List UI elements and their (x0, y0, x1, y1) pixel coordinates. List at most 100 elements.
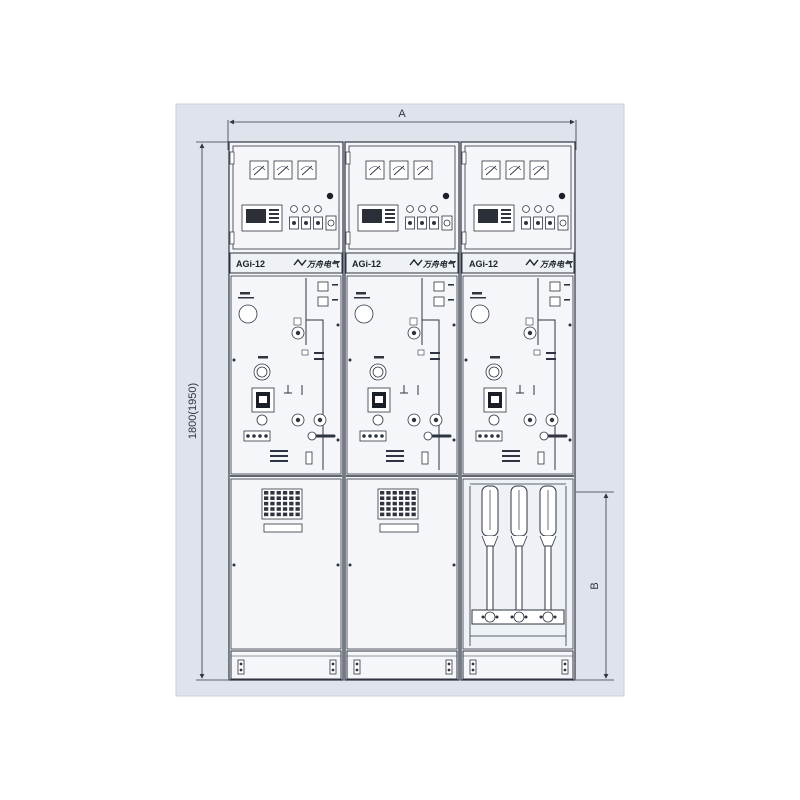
dimension-height-label: 1800(1950) (187, 383, 199, 439)
cabinet-3-switch-symbol-icon (516, 385, 535, 395)
cabinet-1-relay-screen (246, 209, 266, 223)
cabinet-1-vent-slot (282, 491, 288, 495)
cabinet-2-vent-slot (405, 491, 410, 495)
cabinet-1-switch-knob (292, 221, 296, 225)
cabinet-2-bolt (348, 358, 352, 362)
cabinet-2-vent-slot (411, 512, 416, 517)
cabinet-1-anchor-hole (331, 662, 335, 666)
cabinet-3-label-mark (564, 299, 570, 301)
cabinet-1-vent-slot (276, 512, 281, 517)
cabinet-2-vent-slot (386, 507, 391, 511)
cabinet-3 (460, 141, 576, 681)
cabinet-1-bolt (232, 563, 236, 567)
cabinet-2-cable-door (346, 478, 458, 650)
cabinet-3-operating-hole-core (527, 417, 533, 423)
cabinet-1-viewing-window-icon (238, 304, 258, 324)
cabinet-2-vent-slot (392, 501, 397, 506)
cabinet-3-clamp-ring (542, 611, 554, 623)
cabinet-2-label-mark (430, 352, 440, 354)
cabinet-3-brand: 万舟电气 (539, 260, 574, 269)
cabinet-3-nameplate (461, 252, 575, 274)
cabinet-2-pushbutton-icon (406, 205, 414, 213)
cabinet-2-bolt (348, 563, 352, 567)
cabinet-1-meter-scale (252, 166, 266, 171)
cabinet-3-meter-scale (484, 166, 498, 171)
cabinet-3-cable (515, 545, 523, 611)
cabinet-2-vent-slot (405, 501, 410, 506)
cabinet-3-hinge (461, 231, 467, 245)
cabinet-2-small-indicator (417, 349, 425, 356)
cabinet-2-button-dot (368, 434, 372, 438)
cabinet-2-bolt (452, 323, 456, 327)
cabinet-1-vent-slot (289, 507, 294, 511)
cabinet-1-lever-pivot (307, 431, 317, 441)
cabinet-3-button-dot (484, 434, 488, 438)
cabinet-2-operating-hole-core (411, 417, 417, 423)
cabinet-3-anchor-hole (563, 662, 567, 666)
cabinet-3-anchor-hole (563, 668, 567, 672)
cabinet-2-label-mark (386, 450, 404, 452)
cabinet-3-anchor-hole (471, 662, 475, 666)
cabinet-3-cable (486, 545, 494, 611)
cabinet-1-button-dot (258, 434, 262, 438)
cabinet-1-button-dot (264, 434, 268, 438)
cabinet-2-vent-slot (380, 512, 385, 517)
cabinet-2-label-mark (448, 284, 454, 286)
cabinet-3-switch-knob (524, 221, 528, 225)
cabinet-1-vent-slot (264, 491, 269, 495)
cabinet-1-vent-slot (295, 496, 300, 500)
cabinet-1-base-plinth (230, 650, 342, 680)
cabinet-1-status-lamp-inner (256, 366, 268, 378)
cabinet-2-relay-keys (385, 209, 395, 211)
cabinet-1-vent-slot (289, 496, 294, 500)
cabinet-2-model: AGi-12 (352, 259, 381, 269)
cabinet-2-selector-knob (443, 219, 451, 227)
cabinet-1-vent-slot (295, 507, 300, 511)
cabinet-3-label-mark (564, 284, 570, 286)
cabinet-2-vent-slot (405, 512, 410, 517)
cabinet-3-button-dot (496, 434, 500, 438)
cabinet-2-relay-screen (362, 209, 382, 223)
cabinet-1-hinge (229, 231, 235, 245)
cabinet-1-label-mark (240, 292, 250, 295)
cabinet-2-operating-hole-core (433, 417, 439, 423)
cabinet-2-button-strip (359, 430, 387, 442)
cabinet-3-pushbutton-icon (546, 205, 554, 213)
cabinet-1-label-mark (332, 284, 338, 286)
cabinet-2-vent-slot (398, 507, 404, 511)
cabinet-1-vent-slot (295, 512, 300, 517)
cabinet-2-vent-slot (380, 501, 385, 506)
cabinet-1-vent-slot (270, 512, 275, 517)
cabinet-1-vent-slot (270, 507, 275, 511)
cabinet-3-relay-screen (478, 209, 498, 223)
cabinet-2-switch-knob (408, 221, 412, 225)
cabinet-2-label-mark (430, 358, 440, 360)
cabinet-1-small-indicator (301, 349, 309, 356)
cabinet-3-relay-keys (501, 221, 511, 223)
cabinet-2-vent-slot (411, 501, 416, 506)
cabinet-1-label-mark (270, 460, 288, 462)
cabinet-2-lever-pivot (423, 431, 433, 441)
cabinet-1-operating-hole-core (295, 330, 301, 336)
cabinet-1-vent-slot (270, 501, 275, 506)
cabinet-3-cable (544, 545, 552, 611)
cabinet-1-logo-icon (293, 258, 307, 267)
cabinet-2-vent-slot (386, 512, 391, 517)
cabinet-1-selector-icon (325, 215, 337, 231)
cabinet-1-button-dot (252, 434, 256, 438)
cabinet-2-label-mark (386, 455, 404, 457)
cabinet-1-ct-icon (317, 296, 329, 307)
cabinet-1-label-mark (270, 450, 288, 452)
cabinet-1-vent-slot (295, 501, 300, 506)
cabinet-2-label-plate (379, 523, 419, 533)
cabinet-3-switch-knob (536, 221, 540, 225)
cabinet-2-switch-symbol-icon (400, 385, 419, 395)
cabinet-3-clamp-ring (484, 611, 496, 623)
cabinet-2-switch-knob (432, 221, 436, 225)
cabinet-2-meter-scale (416, 166, 430, 171)
cabinet-3-model: AGi-12 (469, 259, 498, 269)
cabinet-3-ct-icon (549, 281, 561, 292)
cabinet-1-anchor-hole (239, 668, 243, 672)
cabinet-1-vent-slot (282, 496, 288, 500)
cabinet-3-slot-icon (537, 451, 545, 465)
